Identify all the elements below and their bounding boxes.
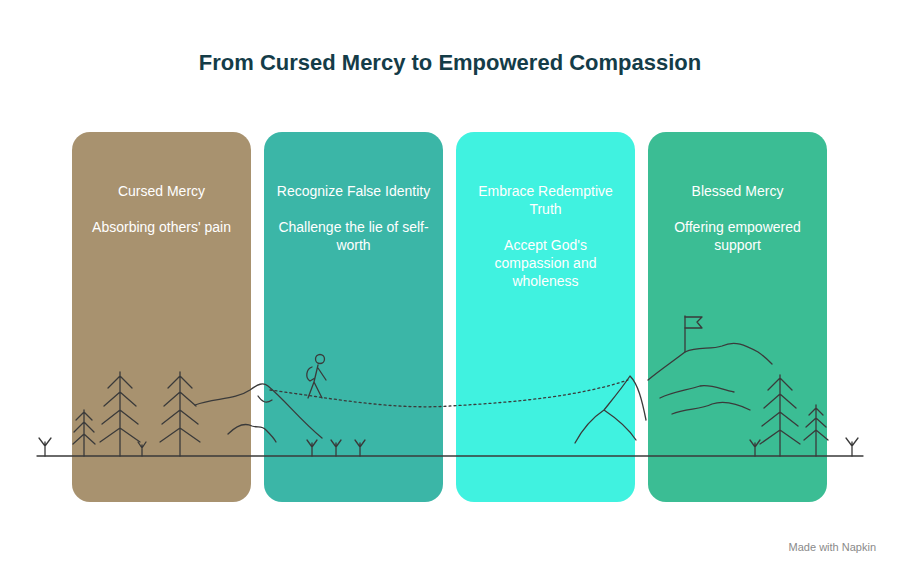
stage-description: Offering empowered support: [660, 218, 815, 254]
stage-heading: Cursed Mercy: [84, 182, 239, 200]
summit-flag: [685, 316, 702, 352]
stage-description: Challenge the lie of self-worth: [276, 218, 431, 254]
stage-column: Recognize False IdentityChallenge the li…: [264, 132, 443, 502]
pine-trees: [73, 372, 828, 456]
ground-line: [37, 455, 863, 456]
stage-column: Blessed MercyOffering empowered support: [648, 132, 827, 502]
stage-heading: Blessed Mercy: [660, 182, 815, 200]
dotted-trail: [270, 380, 628, 407]
grass-tufts: [39, 438, 858, 456]
stage-column: Embrace Redemptive TruthAccept God's com…: [456, 132, 635, 502]
stage-description: Accept God's compassion and wholeness: [468, 236, 623, 290]
hills: [195, 343, 772, 443]
diagram-title: From Cursed Mercy to Empowered Compassio…: [0, 50, 900, 76]
stage-heading: Recognize False Identity: [276, 182, 431, 200]
watermark: Made with Napkin: [789, 541, 876, 553]
stage-column: Cursed MercyAbsorbing others' pain: [72, 132, 251, 502]
stage-description: Absorbing others' pain: [84, 218, 239, 236]
hiker-figure: [307, 355, 326, 399]
stage-heading: Embrace Redemptive Truth: [468, 182, 623, 218]
